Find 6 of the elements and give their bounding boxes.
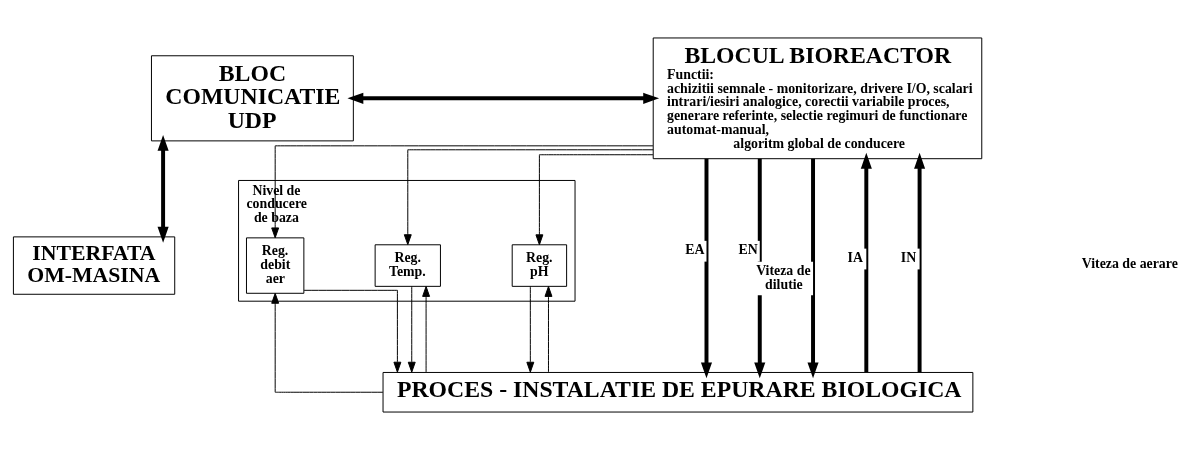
edge-label: Viteza de dilutie — [756, 262, 811, 292]
edge-label: EA — [685, 241, 705, 257]
label: Viteza de aerare — [1081, 255, 1178, 271]
edge-label: EN — [738, 241, 758, 257]
edge-label: IN — [900, 249, 917, 265]
edge-label: IA — [847, 249, 863, 265]
